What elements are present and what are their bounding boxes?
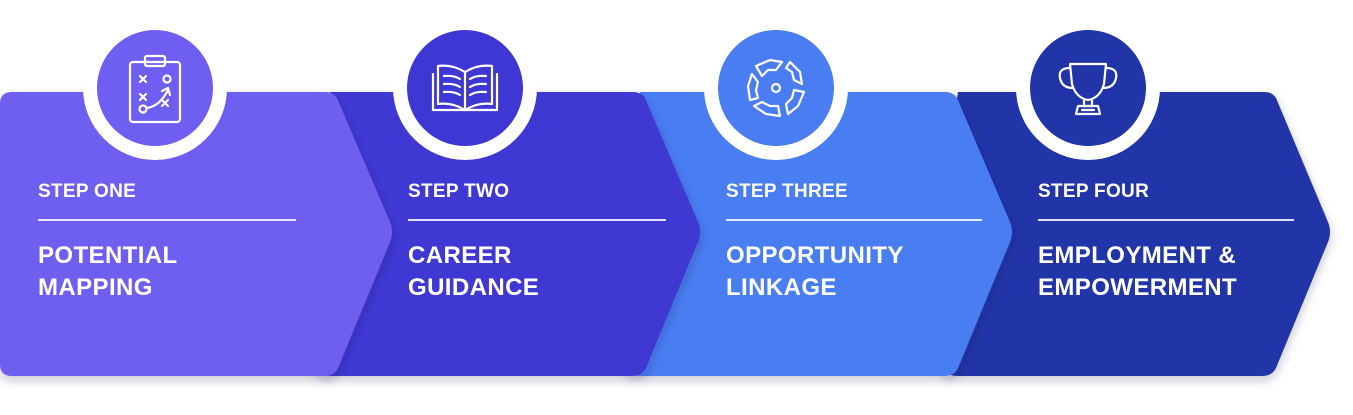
step-title: CAREER GUIDANCE	[408, 240, 539, 304]
step-title-line: EMPOWERMENT	[1038, 274, 1238, 301]
step-title-line: MAPPING	[38, 274, 153, 301]
icon-badge-step-one	[83, 16, 227, 160]
step-divider	[408, 219, 666, 221]
step-title-line: LINKAGE	[726, 274, 837, 301]
cycle-arrows-icon	[746, 58, 806, 118]
step-label: STEP FOUR	[1038, 181, 1150, 202]
open-book-icon	[431, 64, 499, 112]
step-divider	[726, 219, 982, 221]
step-divider	[1038, 219, 1294, 221]
icon-badge-step-three	[704, 16, 848, 160]
step-title-line: OPPORTUNITY	[726, 242, 904, 269]
step-title: EMPLOYMENT & EMPOWERMENT	[1038, 240, 1237, 304]
step-label: STEP THREE	[726, 181, 848, 202]
step-title-line: EMPLOYMENT &	[1038, 242, 1237, 269]
step-title-line: CAREER	[408, 242, 512, 269]
step-title: POTENTIAL MAPPING	[38, 240, 178, 304]
chevron-step-four	[936, 92, 1330, 376]
chevron-step-three	[620, 92, 1012, 376]
chevron-step-two	[310, 92, 700, 376]
step-label: STEP TWO	[408, 181, 510, 202]
step-title-line: POTENTIAL	[38, 242, 178, 269]
step-title-line: GUIDANCE	[408, 274, 540, 301]
icon-badge-step-four	[1016, 16, 1160, 160]
chevron-step-one	[0, 92, 392, 376]
step-label: STEP ONE	[38, 181, 137, 202]
clipboard-strategy-icon	[128, 54, 182, 124]
trophy-icon	[1058, 62, 1118, 116]
step-title: OPPORTUNITY LINKAGE	[726, 240, 904, 304]
step-divider	[38, 219, 296, 221]
